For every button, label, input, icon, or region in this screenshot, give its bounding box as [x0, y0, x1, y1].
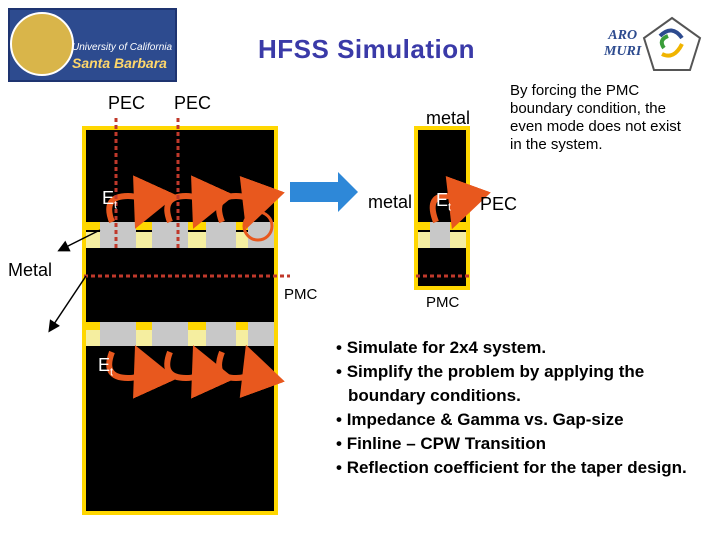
slide-title: HFSS Simulation	[258, 34, 475, 64]
label-metal: Metal	[8, 260, 53, 280]
highlight-circle	[242, 210, 274, 242]
label-pmc-left: PMC	[284, 286, 318, 303]
label-pec-1: PEC	[108, 93, 146, 113]
bullet-item: • Reflection coefficient for the taper d…	[336, 458, 687, 477]
pmc-note: By forcing the PMC boundary condition, t…	[510, 82, 681, 153]
et-field-arrow-right	[429, 175, 491, 230]
label-metal-right-top: metal	[426, 108, 471, 128]
label-metal-right-mid: metal	[368, 192, 413, 212]
bullet-item: • Simplify the problem by applying the b…	[336, 362, 645, 405]
et-field-arrows-bottom	[106, 344, 285, 399]
label-waveguide-wall: Waveguide Wall	[194, 459, 259, 492]
label-dielectric: Dielectric	[146, 308, 208, 325]
label-et-bottom: Et	[98, 355, 114, 379]
ucsb-logo-line1: University of California	[72, 42, 173, 53]
label-air: air	[203, 146, 224, 166]
label-pmc-right: PMC	[426, 294, 460, 311]
dielectric-strips	[86, 322, 274, 346]
blue-arrow-icon	[290, 172, 358, 212]
et-field-arrows-top	[106, 175, 285, 230]
label-finline: Fin-line	[202, 258, 252, 275]
label-pec-right: PEC	[480, 194, 518, 214]
aro-muri-logo-icon	[642, 16, 702, 71]
pointer-arrows	[48, 229, 244, 451]
aro-label: ARO	[608, 28, 638, 43]
bullet-list: • Simulate for 2x4 system. • Simplify th…	[336, 336, 696, 480]
label-et-top: Et	[102, 188, 118, 212]
muri-label: MURI	[604, 44, 642, 59]
top-fin-strips	[86, 222, 274, 248]
aro-muri-label: ARO MURI	[604, 28, 641, 60]
ucsb-seal-icon	[10, 12, 74, 76]
boundary-dashed-lines	[84, 118, 290, 278]
bullet-item: • Impedance & Gamma vs. Gap-size	[336, 410, 624, 429]
label-et-right: Et	[436, 190, 452, 214]
ucsb-logo-line2: Santa Barbara	[72, 55, 167, 71]
bullet-item: • Simulate for 2x4 system.	[336, 338, 547, 357]
bullet-item: • Finline – CPW Transition	[336, 434, 546, 453]
label-pec-2: PEC	[174, 93, 212, 113]
